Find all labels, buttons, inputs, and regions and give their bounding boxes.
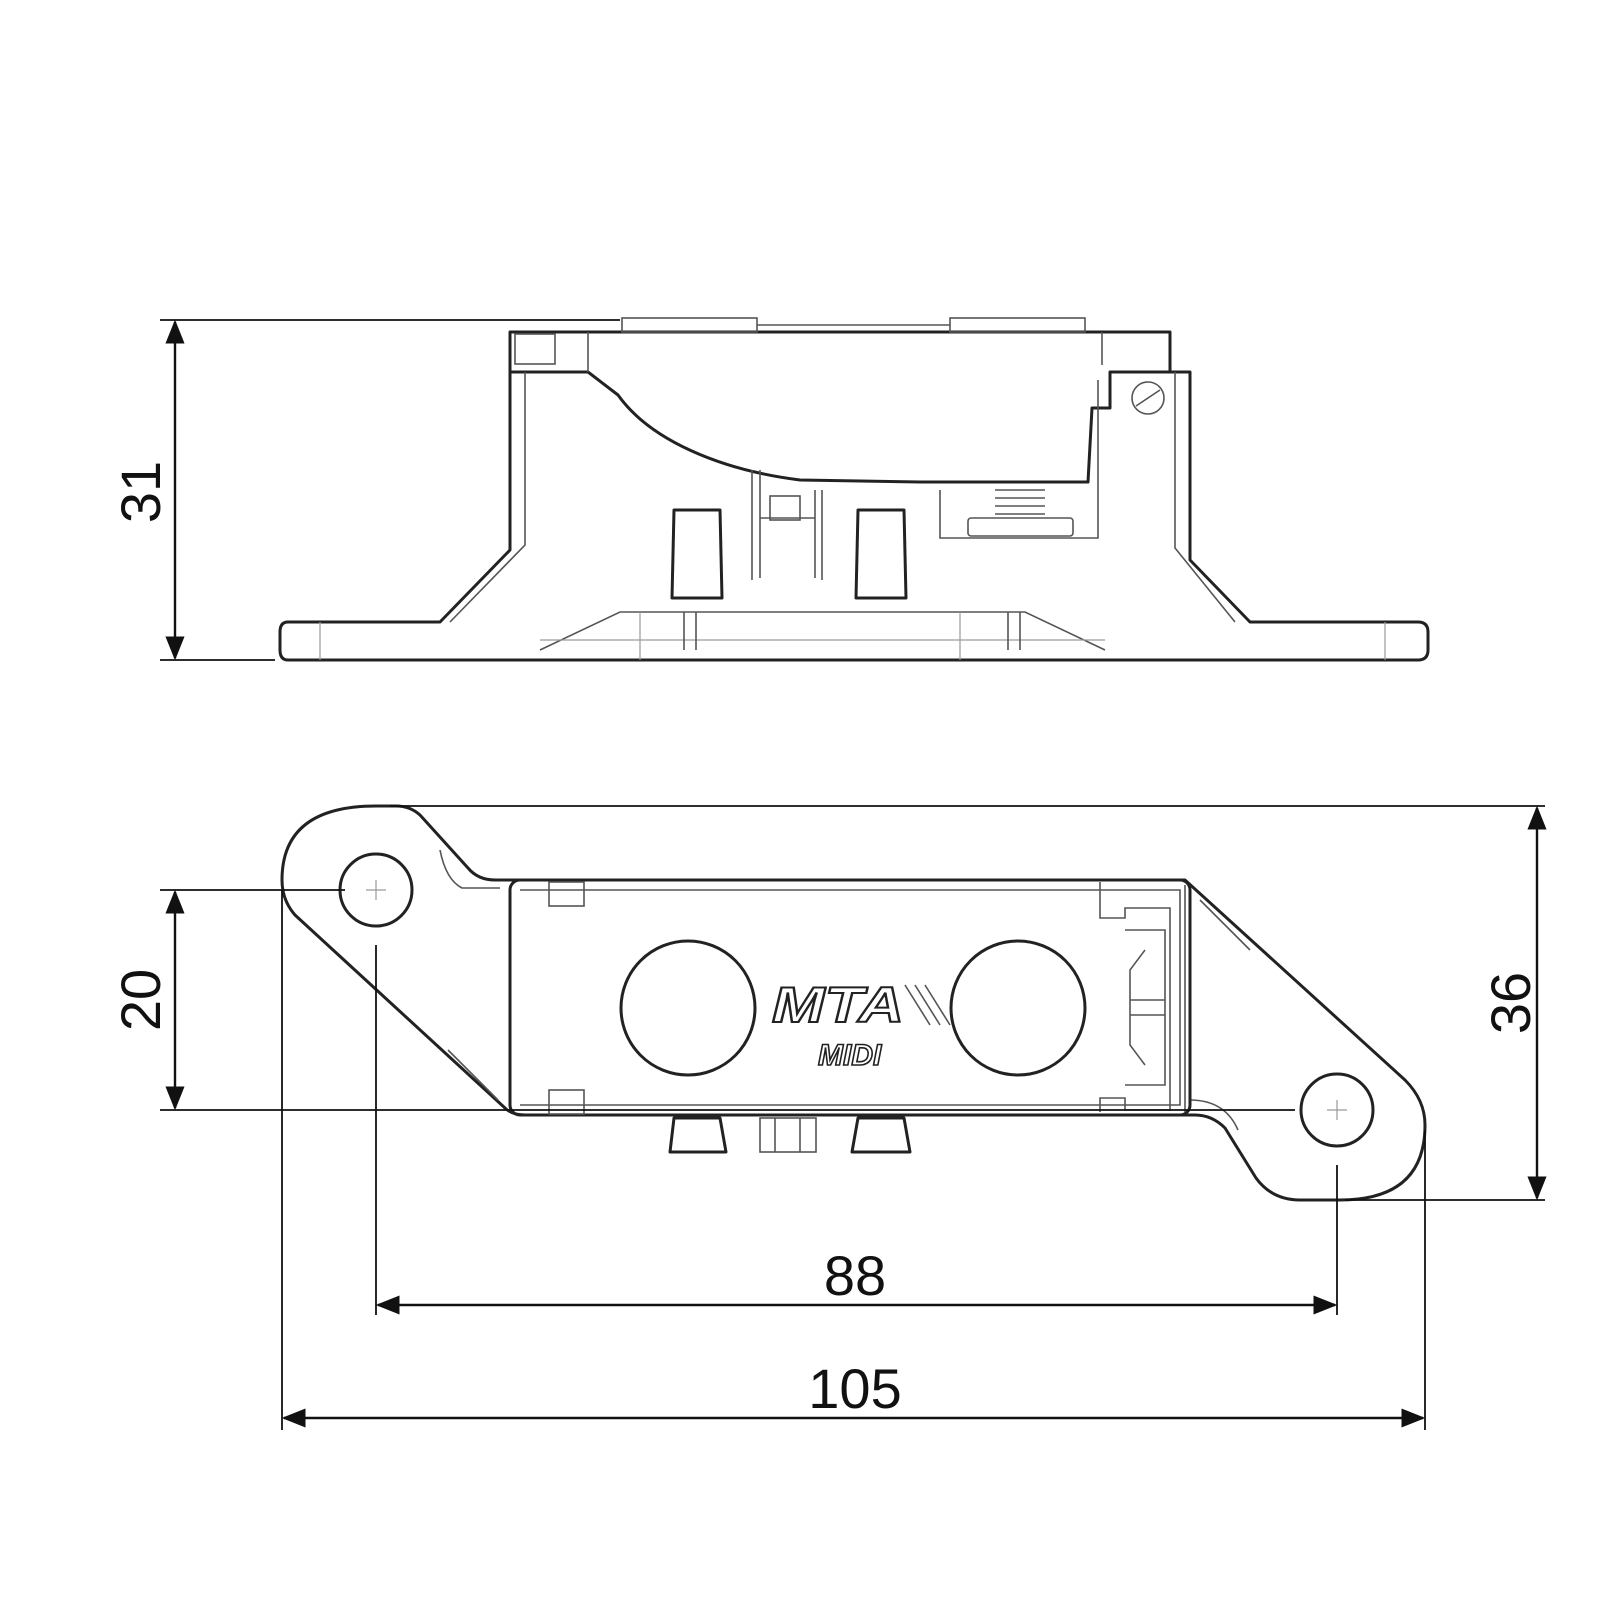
dimension-length-overall: 105 — [281, 890, 1426, 1430]
mounting-hole-right — [1299, 1072, 1375, 1148]
brand-logo-text: MTA — [772, 977, 904, 1033]
dimension-hole-spacing-horizontal-label: 88 — [824, 1244, 886, 1307]
top-view: MTA MIDI — [280, 804, 1427, 1202]
dimension-width-overall-label: 36 — [1479, 972, 1542, 1034]
socket-left — [619, 939, 757, 1077]
dimension-height-label: 31 — [109, 461, 172, 523]
dimension-height: 31 — [109, 319, 620, 661]
brand-logo: MTA MIDI — [771, 976, 951, 1073]
dimension-hole-spacing-horizontal: 88 — [375, 945, 1338, 1315]
socket-right — [949, 939, 1087, 1077]
brand-logo-subtitle: MIDI — [818, 1039, 882, 1072]
dimension-length-overall-label: 105 — [808, 1357, 901, 1420]
dimension-hole-spacing-vertical: 20 — [109, 889, 1295, 1111]
side-view — [278, 317, 1430, 662]
dimension-width-overall: 36 — [390, 805, 1547, 1201]
dimension-hole-spacing-vertical-label: 20 — [109, 969, 172, 1031]
